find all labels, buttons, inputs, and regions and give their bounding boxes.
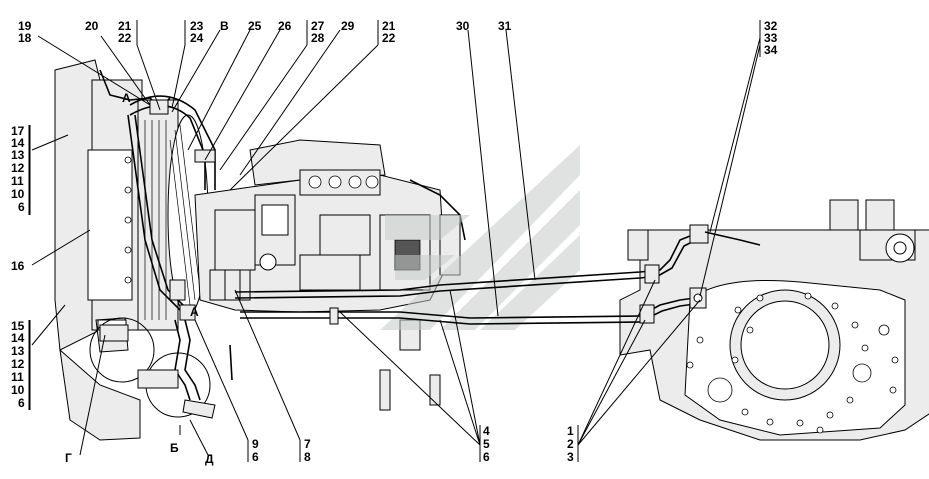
label-b: Б — [170, 441, 179, 455]
label-v: В — [220, 19, 229, 33]
label-22: 22 — [118, 31, 132, 45]
label-21: 21 — [118, 19, 132, 33]
label-31: 31 — [498, 19, 512, 33]
label-21b: 21 — [382, 19, 396, 33]
label-17-top: 17 — [11, 124, 25, 138]
label-29: 29 — [341, 19, 355, 33]
label-6-bottom: 6 — [18, 396, 25, 410]
label-16: 16 — [11, 259, 25, 273]
label-12-top: 12 — [11, 161, 25, 175]
callout-labels: 19 18 20 21 22 23 24 В 25 26 27 28 29 21… — [11, 19, 778, 466]
label-19: 19 — [18, 19, 32, 33]
label-11-top: 11 — [11, 174, 24, 188]
label-14-bottom: 14 — [11, 331, 25, 345]
label-15-bottom: 15 — [11, 319, 25, 333]
label-20: 20 — [85, 19, 99, 33]
label-4: 4 — [483, 424, 490, 438]
label-a-bottom: А — [190, 305, 199, 319]
lower-hose — [89, 317, 441, 419]
label-brackets — [28, 20, 761, 410]
label-3: 3 — [567, 450, 574, 464]
label-2: 2 — [567, 437, 574, 451]
label-33: 33 — [764, 31, 778, 45]
tractor-frame — [619, 199, 929, 441]
label-8: 8 — [304, 450, 311, 464]
watermark-logo — [380, 145, 580, 330]
label-9: 9 — [252, 437, 259, 451]
label-13-top: 13 — [11, 148, 25, 162]
label-34: 34 — [764, 43, 778, 57]
label-26: 26 — [278, 19, 292, 33]
label-32: 32 — [764, 19, 778, 33]
label-a-top: А — [122, 91, 131, 105]
label-10-top: 10 — [11, 187, 25, 201]
label-14-top: 14 — [11, 136, 25, 150]
label-d: Д — [205, 452, 214, 466]
label-23: 23 — [190, 19, 204, 33]
label-g: Г — [65, 451, 72, 465]
upper-pipe — [127, 95, 216, 321]
label-10-bottom: 10 — [11, 383, 25, 397]
label-25: 25 — [248, 19, 262, 33]
label-28: 28 — [311, 31, 325, 45]
label-1: 1 — [567, 424, 574, 438]
label-24: 24 — [190, 31, 204, 45]
label-6-top: 6 — [18, 200, 25, 214]
leader-lines — [29, 20, 761, 462]
pipelines — [234, 224, 761, 325]
label-11-bottom: 11 — [11, 370, 24, 384]
label-22b: 22 — [382, 31, 396, 45]
label-7: 7 — [304, 437, 311, 451]
label-30: 30 — [456, 19, 470, 33]
label-13-bottom: 13 — [11, 344, 25, 358]
label-12-bottom: 12 — [11, 357, 25, 371]
label-6d: 6 — [483, 450, 490, 464]
label-18: 18 — [18, 31, 32, 45]
label-6c: 6 — [252, 450, 259, 464]
label-5: 5 — [483, 437, 490, 451]
label-27: 27 — [311, 19, 325, 33]
